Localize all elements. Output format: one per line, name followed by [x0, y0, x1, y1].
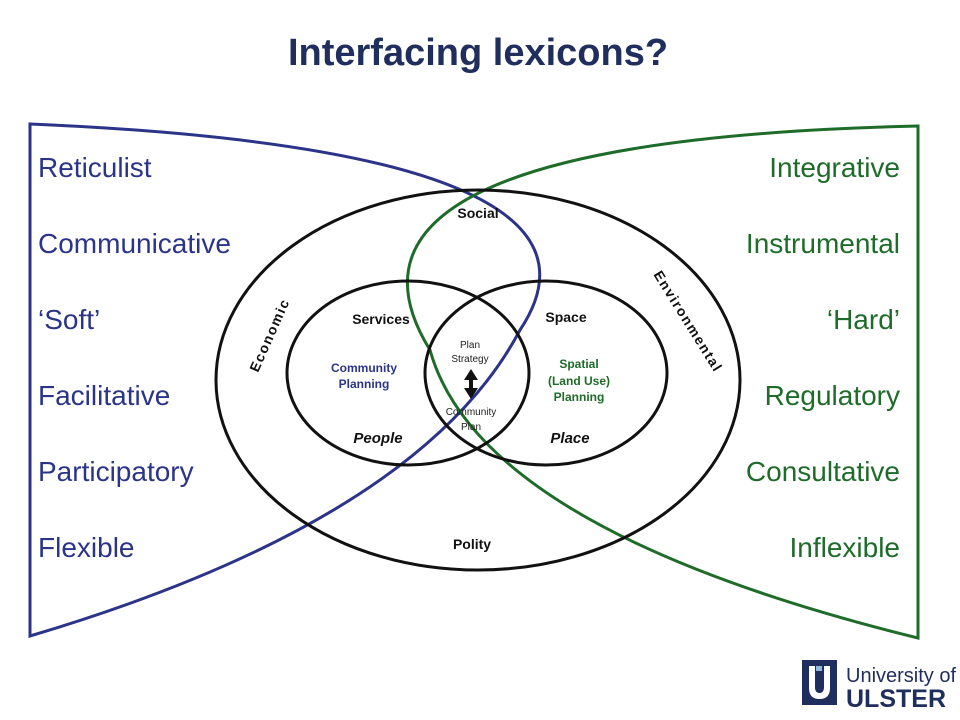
community-planning-label-line-1: Community: [331, 361, 397, 375]
left-lexicon-boundary: [28, 122, 542, 639]
left-term-list: Reticulist Communicative ‘Soft’ Facilita…: [38, 152, 231, 563]
page-title: Interfacing lexicons?: [288, 32, 668, 74]
logo-text-bottom: ULSTER: [846, 685, 946, 713]
outer-ring-label-social: Social: [457, 205, 498, 221]
services-circle: [285, 279, 531, 467]
right-term: Inflexible: [789, 532, 900, 563]
services-label: Services: [352, 311, 410, 327]
plan-strategy-label-line-1: Plan: [460, 340, 480, 351]
logo-mark-u: [809, 666, 830, 699]
outer-ring: [214, 188, 742, 572]
right-term: Instrumental: [746, 228, 900, 259]
left-term: Facilitative: [38, 380, 170, 411]
right-term: Regulatory: [765, 380, 900, 411]
logo-text-top: University of: [846, 665, 956, 687]
left-term: ‘Soft’: [38, 304, 100, 335]
space-label: Space: [545, 309, 586, 325]
right-term: ‘Hard’: [827, 304, 900, 335]
community-planning-label-line-2: Planning: [339, 377, 390, 391]
logo-mark-bar: [816, 666, 822, 671]
right-term: Consultative: [746, 456, 900, 487]
outer-ring-label-environmental: Environmental: [651, 268, 726, 375]
double-arrow-vertical-icon: [464, 369, 478, 399]
university-of-ulster-logo: University of ULSTER: [802, 660, 956, 713]
community-plan-label-line-1: Community: [446, 407, 497, 418]
plan-strategy-label-line-2: Strategy: [451, 354, 488, 365]
spatial-planning-label-line-2: (Land Use): [548, 374, 610, 388]
right-term-list: Integrative Instrumental ‘Hard’ Regulato…: [746, 152, 900, 563]
space-circle: [423, 279, 669, 467]
left-term: Participatory: [38, 456, 194, 487]
place-label: Place: [550, 430, 589, 447]
left-term: Flexible: [38, 532, 134, 563]
left-term: Communicative: [38, 228, 231, 259]
outer-ring-label-economic: Economic: [246, 296, 293, 375]
people-label: People: [353, 430, 402, 447]
community-plan-label-line-2: Plan: [461, 422, 481, 433]
left-term: Reticulist: [38, 152, 152, 183]
right-term: Integrative: [769, 152, 900, 183]
spatial-planning-label-line-3: Planning: [554, 390, 605, 404]
outer-ring-label-polity: Polity: [453, 536, 491, 552]
spatial-planning-label-line-1: Spatial: [559, 357, 598, 371]
